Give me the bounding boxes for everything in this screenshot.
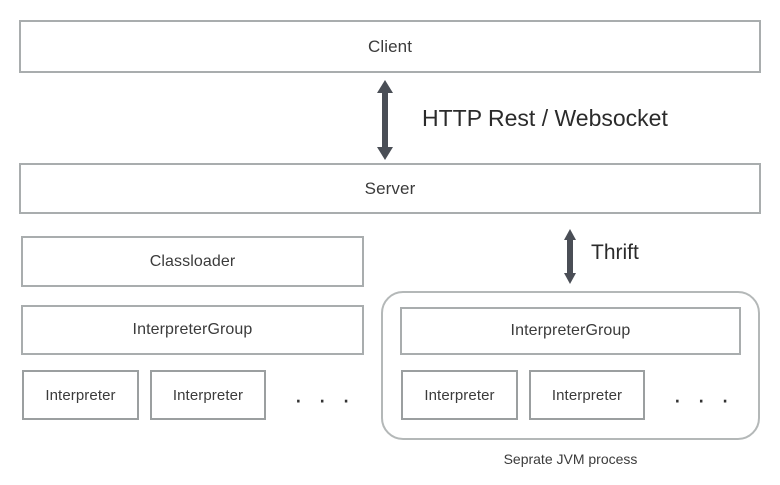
- arrow-head-up-icon: [564, 229, 576, 240]
- node-interpreter-remote-2[interactable]: Interpreter: [529, 370, 645, 420]
- connection-server-interpreter-label: Thrift: [591, 241, 639, 264]
- node-server-label: Server: [364, 178, 416, 198]
- group-jvm-process-caption: Seprate JVM process: [503, 451, 638, 467]
- arrow-shaft: [382, 90, 388, 148]
- node-client[interactable]: Client: [19, 20, 761, 73]
- node-interpreter-group-remote[interactable]: InterpreterGroup: [400, 307, 741, 355]
- arrow-head-up-icon: [377, 80, 393, 93]
- node-interpreter-remote-1[interactable]: Interpreter: [401, 370, 518, 420]
- group-jvm-process: [381, 291, 760, 440]
- node-interpreter-local-1[interactable]: Interpreter: [22, 370, 139, 420]
- ellipsis-local: · · ·: [294, 384, 355, 414]
- node-classloader-label: Classloader: [149, 252, 236, 270]
- node-interpreter-remote-1-label: Interpreter: [424, 386, 495, 404]
- arrow-head-down-icon: [564, 273, 576, 284]
- ellipsis-remote: · · ·: [673, 384, 734, 414]
- node-interpreter-local-2-label: Interpreter: [172, 386, 244, 404]
- node-client-label: Client: [367, 36, 413, 56]
- node-interpreter-group-local-label: InterpreterGroup: [132, 321, 253, 338]
- node-interpreter-group-remote-label: InterpreterGroup: [510, 322, 631, 339]
- node-interpreter-group-local[interactable]: InterpreterGroup: [21, 305, 364, 355]
- arrow-head-down-icon: [377, 147, 393, 160]
- node-classloader[interactable]: Classloader: [21, 236, 364, 287]
- connection-client-server-label: HTTP Rest / Websocket: [422, 105, 668, 131]
- node-server[interactable]: Server: [19, 163, 761, 214]
- node-interpreter-local-2[interactable]: Interpreter: [150, 370, 266, 420]
- node-interpreter-remote-2-label: Interpreter: [551, 386, 623, 404]
- node-interpreter-local-1-label: Interpreter: [45, 386, 116, 404]
- arrow-shaft: [567, 238, 573, 274]
